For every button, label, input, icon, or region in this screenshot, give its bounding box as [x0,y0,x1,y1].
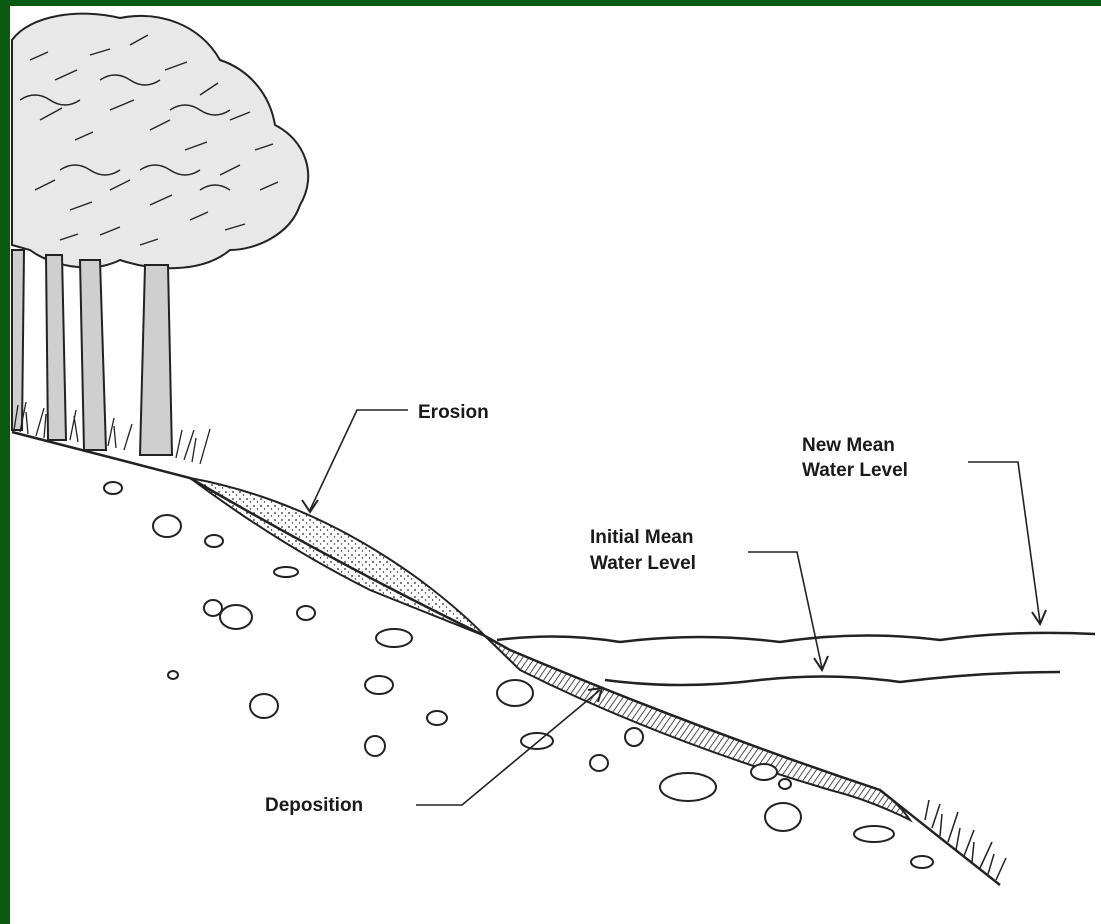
initial-mean-label-line1: Initial Mean [590,527,693,548]
tree-trunks [12,250,172,455]
arrow-icon [302,500,318,512]
erosion-label: Erosion [418,402,489,423]
initial-mean-water-line [605,672,1060,685]
rock [911,856,933,868]
initial-mean-label-line2: Water Level [590,553,696,574]
rock [168,671,178,679]
tree-canopy [12,14,308,269]
new-mean-label-line2: Water Level [802,460,908,481]
tree-group [12,14,308,464]
ground-slope-line [12,432,1000,885]
rock [250,694,278,718]
rock [274,567,298,577]
new-mean-water-line [497,633,1095,642]
rock [220,605,252,629]
rock [427,711,447,725]
rock [660,773,716,801]
rock [497,680,533,706]
rock [765,803,801,831]
deposition-label: Deposition [265,795,363,816]
shore-grass [925,800,1006,880]
erosion-leader [310,410,408,510]
rocks [104,482,933,868]
grass-tufts [14,402,210,464]
new-mean-leader [968,462,1040,622]
new-mean-label-line1: New Mean [802,435,895,456]
rock [590,755,608,771]
rock [751,764,777,780]
rock [297,606,315,620]
initial-mean-leader [748,552,822,668]
rock [365,676,393,694]
rock [205,535,223,547]
rock [625,728,643,746]
deposition-leader [416,690,600,805]
rock [854,826,894,842]
rock [204,600,222,616]
rock [521,733,553,749]
rock [153,515,181,537]
rock [376,629,412,647]
rock [104,482,122,494]
rock [365,736,385,756]
rock [779,779,791,789]
